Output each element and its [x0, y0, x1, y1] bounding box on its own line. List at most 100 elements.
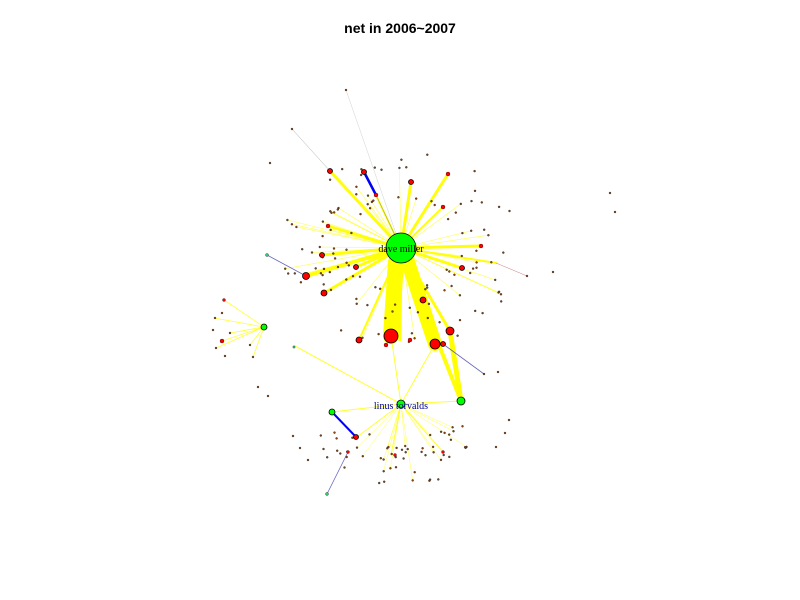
graph-node	[228, 331, 232, 335]
graph-node-active	[325, 223, 331, 229]
graph-node-active	[383, 342, 389, 348]
edge-weak	[356, 403, 402, 448]
graph-node	[470, 229, 473, 232]
graph-node	[448, 270, 451, 273]
edge-weak	[213, 317, 265, 328]
graph-node	[390, 452, 393, 456]
graph-node	[336, 449, 339, 452]
graph-node	[328, 178, 332, 181]
graph-node	[359, 173, 363, 177]
graph-node	[318, 245, 321, 249]
graph-node	[410, 332, 414, 335]
graph-node	[443, 289, 446, 292]
graph-node	[329, 210, 332, 213]
graph-node	[500, 300, 503, 303]
graph-node	[314, 267, 317, 270]
graph-node	[483, 228, 486, 231]
edge-strong	[390, 403, 402, 456]
graph-node	[330, 211, 333, 214]
edge-blue	[326, 451, 349, 495]
graph-node-active	[429, 338, 441, 350]
graph-node	[355, 446, 359, 449]
graph-node	[321, 273, 324, 277]
graph-node	[507, 418, 511, 422]
graph-node	[322, 267, 326, 271]
graph-node	[454, 211, 457, 214]
graph-node	[351, 275, 355, 278]
graph-node	[374, 286, 377, 289]
graph-node	[287, 272, 290, 275]
graph-node	[341, 167, 344, 171]
graph-node	[265, 253, 269, 257]
graph-node	[329, 288, 333, 292]
graph-node-active	[407, 337, 413, 343]
graph-node	[366, 194, 370, 197]
graph-node	[439, 458, 443, 462]
graph-node	[400, 158, 403, 161]
graph-node	[319, 434, 322, 437]
graph-node	[344, 88, 348, 92]
graph-node	[333, 431, 336, 434]
graph-node	[487, 234, 490, 237]
edge-weak	[221, 326, 265, 342]
graph-node	[391, 310, 394, 313]
graph-node	[480, 201, 483, 204]
graph-node-active	[445, 326, 455, 336]
graph-node-active	[393, 453, 397, 457]
graph-node	[389, 467, 392, 470]
graph-node	[397, 196, 400, 199]
graph-node	[432, 451, 435, 454]
graph-node	[413, 337, 416, 340]
graph-node	[223, 354, 227, 358]
edge-weak	[400, 403, 431, 436]
graph-node	[355, 302, 358, 305]
edge-weak	[387, 403, 402, 449]
graph-node	[473, 169, 476, 173]
graph-node	[424, 288, 427, 291]
graph-node	[429, 433, 432, 437]
graph-node	[451, 426, 454, 429]
graph-node	[475, 249, 478, 252]
edge	[291, 128, 331, 172]
edge-weak	[400, 403, 454, 432]
graph-node	[292, 345, 296, 349]
graph-node	[496, 370, 500, 374]
graph-node	[328, 270, 331, 274]
graph-node	[350, 231, 353, 235]
graph-node	[490, 261, 493, 264]
graph-node	[405, 166, 408, 169]
edge-weak	[400, 403, 453, 428]
graph-node	[458, 318, 462, 322]
graph-node	[268, 161, 272, 165]
graph-node	[256, 385, 260, 389]
graph-node	[298, 446, 302, 450]
edge-strong	[304, 246, 403, 278]
graph-node-active	[478, 243, 484, 249]
graph-node	[322, 283, 325, 286]
graph-node	[503, 431, 507, 435]
graph-node-active	[346, 450, 350, 454]
edge-weak	[400, 403, 434, 453]
graph-node	[445, 268, 448, 271]
graph-node	[345, 261, 348, 264]
graph-node	[497, 290, 501, 293]
graph-node-active	[373, 192, 379, 198]
graph-node	[461, 231, 464, 235]
graph-node	[430, 200, 433, 203]
graph-node	[398, 166, 401, 170]
edge-weak	[400, 403, 406, 453]
graph-node-active	[440, 204, 446, 210]
graph-node-major	[260, 323, 268, 331]
edge-weak	[215, 326, 265, 349]
graph-node	[469, 271, 472, 275]
graph-node	[339, 452, 342, 455]
graph-node	[345, 455, 348, 459]
edge-weak	[362, 403, 402, 457]
graph-node	[211, 328, 215, 332]
edge-weak	[362, 247, 402, 339]
graph-node	[413, 471, 416, 474]
edge-weak	[249, 326, 265, 346]
graph-node	[333, 211, 336, 214]
graph-node	[433, 203, 436, 207]
graph-node	[411, 479, 414, 482]
